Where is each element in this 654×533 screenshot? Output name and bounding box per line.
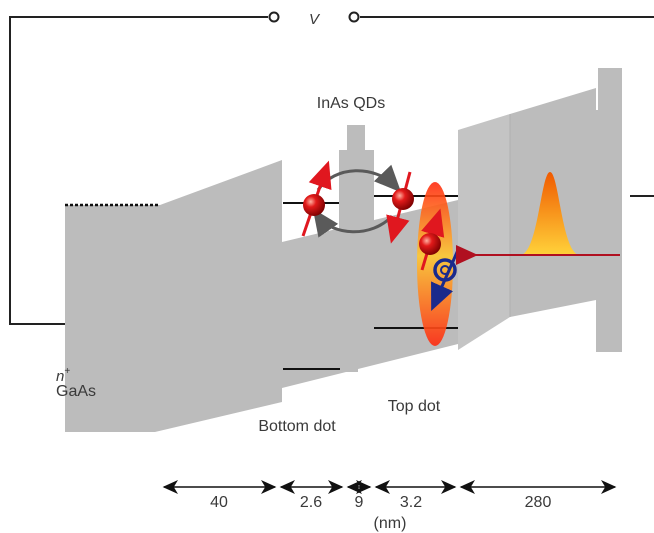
- gaas-label: GaAs: [56, 383, 96, 400]
- cap-top: [598, 68, 622, 118]
- cap-body: [596, 110, 622, 310]
- electron-bottom-dot: [301, 160, 332, 237]
- dim-label-9: 9: [355, 494, 364, 511]
- tunnel-arrow-back: [312, 208, 394, 238]
- electron-exciton: [419, 208, 445, 271]
- band-structure: [65, 68, 622, 432]
- bottom-dot-bottom: [340, 320, 358, 372]
- qds-label: InAs QDs: [317, 95, 385, 112]
- tunnel-barrier: [458, 114, 510, 350]
- laser-pulse: [520, 172, 580, 255]
- terminal-right: [348, 11, 360, 23]
- hole-ring-icon: [433, 258, 457, 282]
- electron-ball-icon: [419, 233, 441, 255]
- cap-bottom: [596, 300, 622, 352]
- circuit-wires: [9, 11, 654, 325]
- unit-label: (nm): [374, 515, 407, 532]
- bottom-dot-label: Bottom dot: [258, 418, 336, 435]
- top-dot-label: Top dot: [388, 398, 441, 415]
- dim-label-2-6: 2.6: [300, 494, 322, 511]
- n-plus-label: n+: [56, 366, 70, 385]
- dim-label-280: 280: [525, 494, 552, 511]
- voltage-label: V: [309, 11, 321, 28]
- n-plus-gaas-region: [65, 160, 282, 432]
- dim-label-40: 40: [210, 494, 228, 511]
- terminal-left: [268, 11, 280, 23]
- dim-label-3-2: 3.2: [400, 494, 422, 511]
- electron-top-dot: [386, 171, 414, 244]
- hole-exciton: [431, 249, 460, 311]
- bottom-dot-top: [347, 125, 365, 155]
- electron-ball-icon: [392, 188, 414, 210]
- electron-ball-icon: [303, 194, 325, 216]
- bottom-dot-well: [339, 150, 374, 328]
